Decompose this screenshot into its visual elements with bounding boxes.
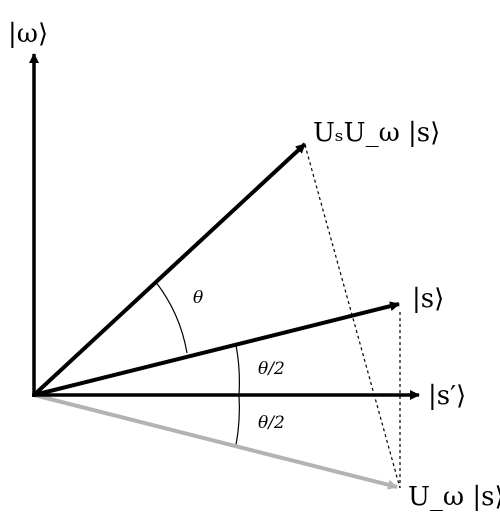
label-theta: θ <box>193 288 203 308</box>
label-us-uw-s: UₛU_ω |s⟩ <box>313 118 440 148</box>
label-omega: |ω⟩ <box>8 19 48 49</box>
label-s: |s⟩ <box>412 284 444 314</box>
vector-s <box>33 301 400 397</box>
label-theta-half-upper: θ/2 <box>258 359 285 379</box>
vector-us-uw-s <box>32 142 307 397</box>
theta-half-lower-arc <box>235 394 240 446</box>
theta-half-upper-arc <box>235 344 240 396</box>
vector-uw-s <box>33 393 398 490</box>
label-s-prime: |s′⟩ <box>428 381 466 411</box>
label-uw-s: U_ω |s⟩ <box>408 482 500 512</box>
dotted-line-us-uw-to-uw <box>304 144 401 489</box>
theta-arc <box>154 280 188 354</box>
label-theta-half-lower: θ/2 <box>258 413 285 433</box>
